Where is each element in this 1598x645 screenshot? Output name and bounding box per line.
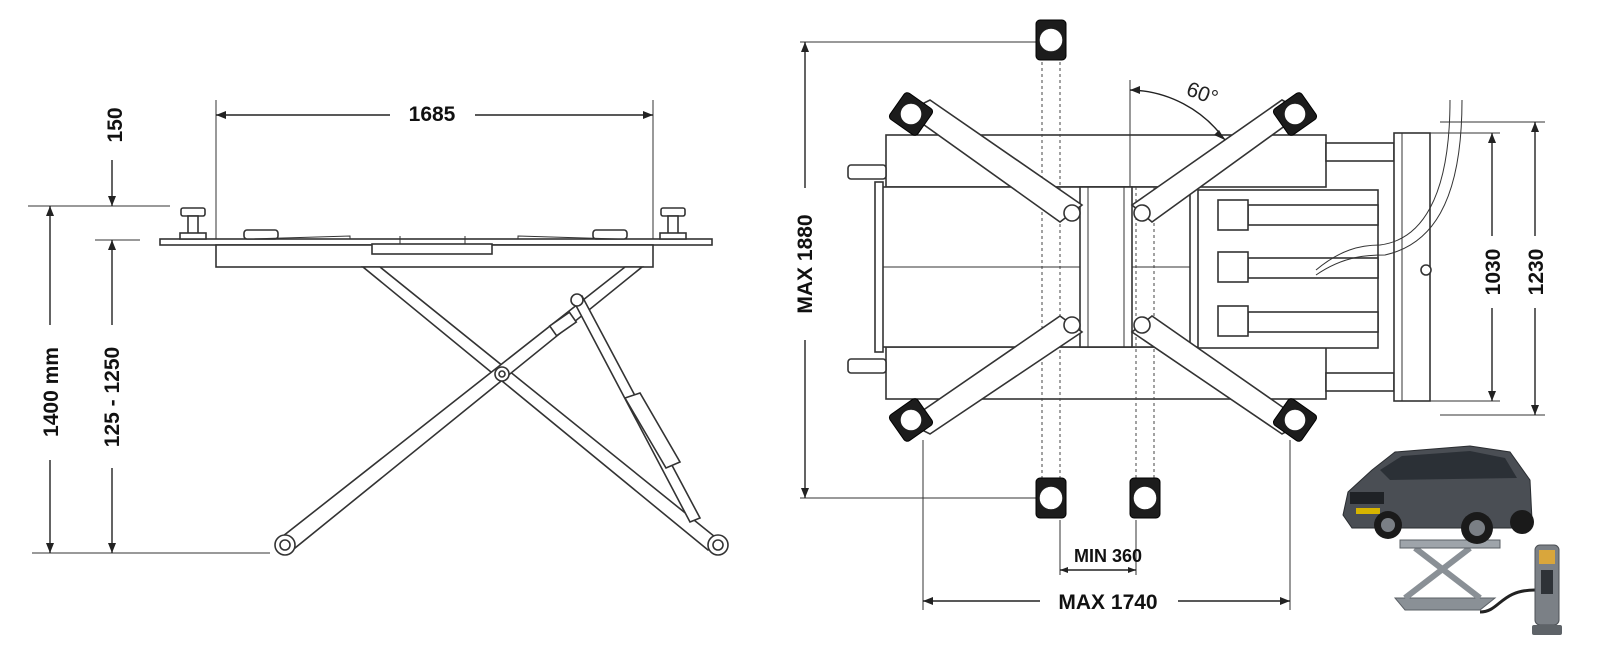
max-width-label: MAX 1740 xyxy=(1058,591,1157,614)
side-scissor xyxy=(274,266,729,556)
total-height-label: 1400 mm xyxy=(40,347,63,437)
max-width-dimension: MAX 1740 xyxy=(922,440,1291,614)
pad-height-dimension: 150 xyxy=(28,107,170,241)
top-view: MAX 1880 xyxy=(794,19,1548,614)
inner-width-label: 1030 xyxy=(1482,249,1505,296)
height-dimensions: 1400 mm 125 - 1250 xyxy=(32,206,270,554)
side-view: 1685 150 1400 mm 125 - 1250 xyxy=(28,100,729,556)
car-on-lift-photo xyxy=(1342,445,1562,635)
top-frame xyxy=(847,99,1463,402)
frame-width-dimensions: 1030 1230 xyxy=(1430,121,1548,416)
outer-width-label: 1230 xyxy=(1525,249,1548,296)
max-length-dimension: MAX 1880 xyxy=(794,41,1040,499)
angle-label: 60° xyxy=(1183,78,1221,110)
min-track-label: MIN 360 xyxy=(1074,546,1142,566)
min-track-dimension: MIN 360 xyxy=(1059,520,1142,575)
width-label: 1685 xyxy=(409,103,456,126)
side-platform xyxy=(159,207,713,268)
max-length-label: MAX 1880 xyxy=(794,214,817,313)
width-dimension: 1685 xyxy=(215,100,654,240)
top-pads xyxy=(888,19,1318,519)
angle-dimension: 60° xyxy=(1129,78,1226,141)
pad-height-label: 150 xyxy=(104,107,127,142)
top-arms xyxy=(904,99,1306,435)
lift-range-label: 125 - 1250 xyxy=(101,347,124,447)
